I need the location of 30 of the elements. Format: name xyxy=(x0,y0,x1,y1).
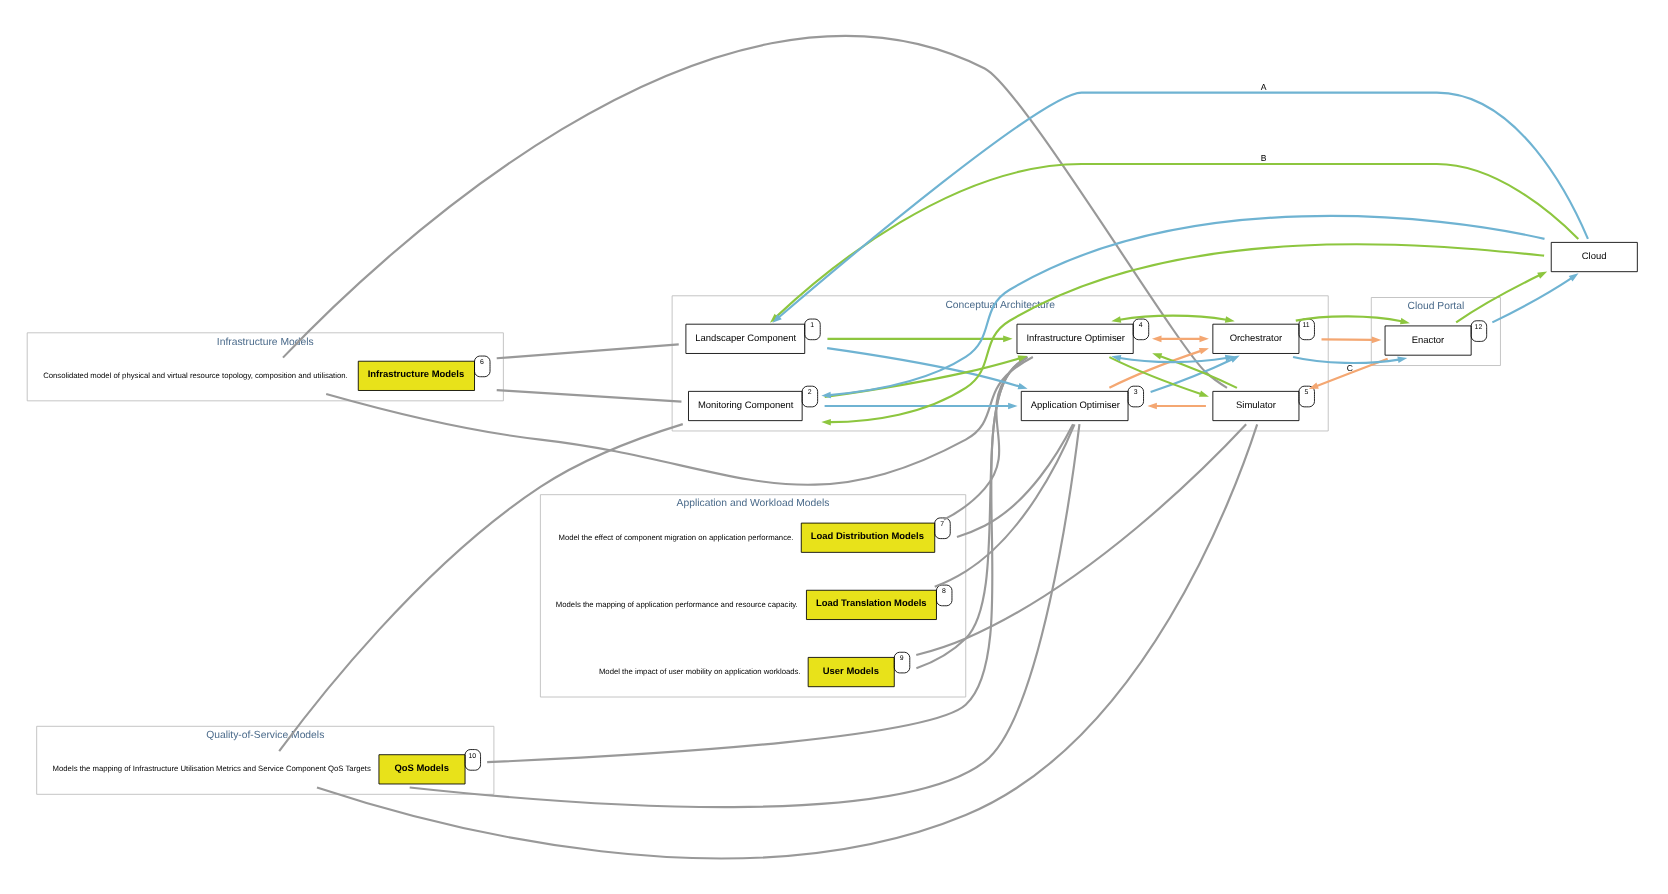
arrow xyxy=(1111,354,1235,364)
connector xyxy=(916,356,1028,670)
arrow xyxy=(1321,336,1382,344)
connector xyxy=(915,423,1247,657)
connector xyxy=(325,356,1034,486)
arrow xyxy=(1152,335,1209,343)
arrow xyxy=(824,402,1018,410)
arrow xyxy=(1108,356,1209,397)
arrow xyxy=(1491,273,1579,324)
connector xyxy=(956,423,1074,539)
arrow xyxy=(1108,348,1209,389)
arrow xyxy=(821,215,1545,399)
connector xyxy=(943,356,1029,521)
arrow xyxy=(821,243,1545,426)
arrow xyxy=(1292,355,1408,365)
arrow xyxy=(1295,315,1410,325)
connector xyxy=(278,423,684,752)
arrow xyxy=(1111,314,1235,323)
connector xyxy=(496,343,679,360)
connector xyxy=(487,356,1027,764)
connector xyxy=(496,389,682,403)
connector xyxy=(409,424,1081,809)
connector xyxy=(316,423,1259,860)
arrow xyxy=(1308,357,1389,390)
connector xyxy=(934,423,1076,588)
arrow xyxy=(827,335,1013,343)
arrow xyxy=(1455,271,1548,324)
arrow xyxy=(1147,402,1206,410)
arrow xyxy=(824,355,1028,399)
arrow xyxy=(827,347,1028,390)
